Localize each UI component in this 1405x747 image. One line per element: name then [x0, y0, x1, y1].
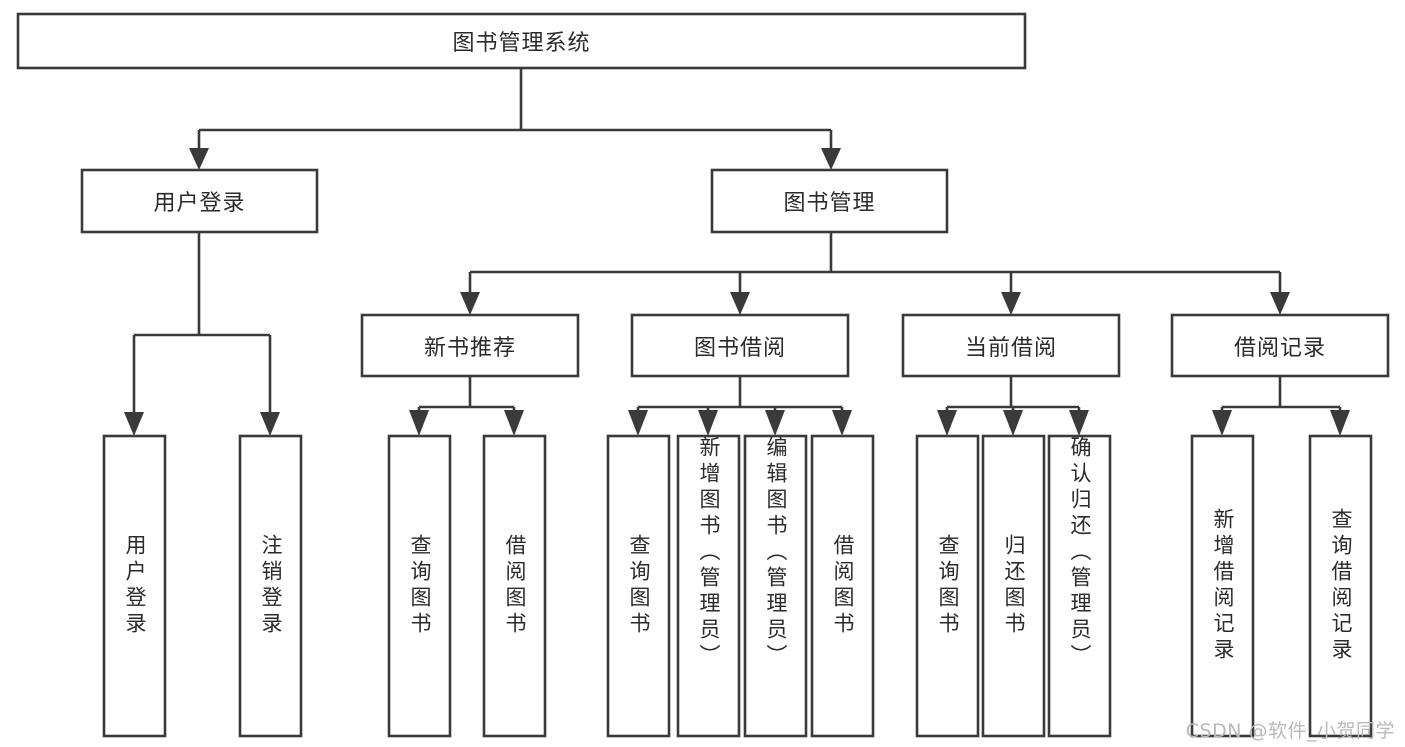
arrow-cb-return-book [1003, 410, 1023, 436]
arrow-root-to-user-login [189, 148, 209, 170]
connectors-book-mgmt-branch [460, 232, 1290, 315]
connectors-borrow-record-branch [1212, 376, 1350, 436]
connectors-user-login-branch [124, 232, 280, 436]
arrow-to-current-borrow [1001, 292, 1021, 315]
arrow-to-new-book-rec [460, 292, 480, 315]
node-box-root[interactable] [16, 12, 1027, 70]
node-box-leaf-10[interactable] [1047, 434, 1112, 738]
node-box-new-book-recommend[interactable] [360, 313, 580, 378]
arrow-bb-edit-book [765, 410, 785, 436]
arrow-to-book-borrow [730, 292, 750, 315]
node-box-leaf-12[interactable] [1308, 434, 1373, 738]
connectors-new-book-rec-branch [409, 376, 524, 436]
connectors-root-to-level2 [189, 68, 841, 170]
node-box-borrow-record[interactable] [1170, 313, 1390, 378]
arrow-cb-query-book [937, 410, 957, 436]
node-box-user-login[interactable] [80, 168, 319, 234]
node-box-leaf-2[interactable] [387, 434, 452, 738]
arrow-cb-confirm-return [1069, 410, 1089, 436]
arrow-to-leaf-logout [260, 412, 280, 436]
arrow-br-query-record [1330, 410, 1350, 436]
node-box-leaf-5[interactable] [676, 434, 741, 738]
node-box-leaf-8[interactable] [915, 434, 980, 738]
node-box-leaf-6[interactable] [743, 434, 808, 738]
arrow-root-to-book-mgmt [821, 148, 841, 170]
arrow-to-leaf-user-login [124, 412, 144, 436]
node-box-leaf-9[interactable] [981, 434, 1046, 738]
arrow-nbr-query-book [409, 410, 429, 436]
node-box-current-borrow[interactable] [901, 313, 1121, 378]
arrow-br-add-record [1212, 410, 1232, 436]
arrow-nbr-borrow-book [504, 410, 524, 436]
arrow-to-borrow-record [1270, 292, 1290, 315]
connectors-current-borrow-branch [937, 376, 1089, 436]
node-box-book-borrow[interactable] [630, 313, 850, 378]
arrow-bb-query-book [628, 410, 648, 436]
node-box-leaf-3[interactable] [482, 434, 547, 738]
arrow-bb-add-book [698, 410, 718, 436]
node-box-leaf-1[interactable] [238, 434, 303, 738]
node-box-book-management[interactable] [710, 168, 949, 234]
node-box-leaf-4[interactable] [606, 434, 671, 738]
arrow-bb-borrow-book [832, 410, 852, 436]
connectors-book-borrow-branch [628, 376, 852, 436]
node-box-leaf-11[interactable] [1190, 434, 1255, 738]
node-box-leaf-7[interactable] [810, 434, 875, 738]
node-box-leaf-0[interactable] [102, 434, 167, 738]
